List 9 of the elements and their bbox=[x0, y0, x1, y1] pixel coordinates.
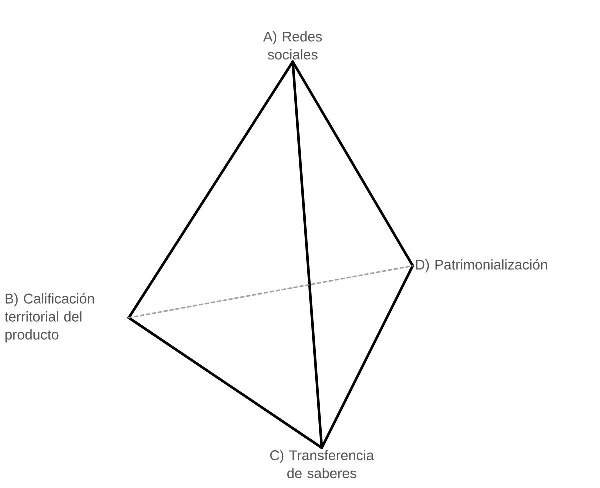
edge-line bbox=[128, 265, 414, 319]
vertex-label: B) Calificación territorial del producto bbox=[5, 293, 94, 343]
edge-line bbox=[292, 60, 414, 268]
vertex-label: D) Patrimonialización bbox=[416, 259, 548, 273]
edge-line bbox=[128, 316, 324, 450]
vertex-label: C) Transferencia de saberes bbox=[270, 450, 374, 478]
vertex-label: A) Redes sociales bbox=[263, 32, 322, 60]
edge-line bbox=[128, 60, 294, 320]
edge-line bbox=[320, 264, 414, 450]
